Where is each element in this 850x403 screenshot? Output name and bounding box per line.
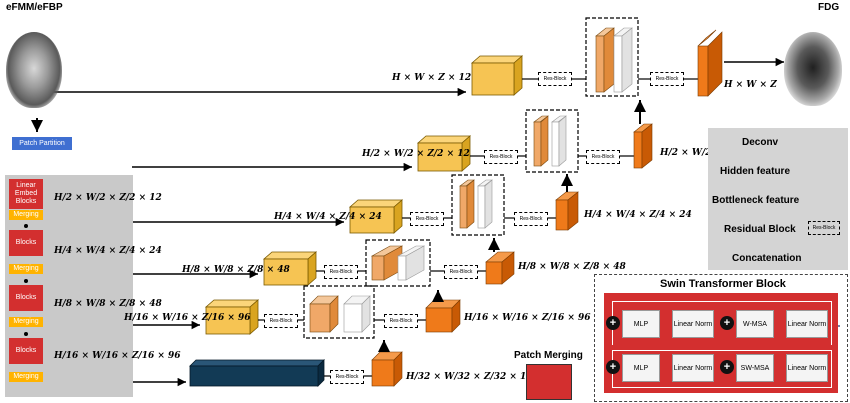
res-block: Res-Block [538, 72, 572, 86]
dim-sixteenth-enc: H/16 × W/16 × Z/16 × 96 [124, 313, 251, 323]
concat-box-5 [303, 285, 375, 339]
swin-block-2: Blocks [9, 230, 43, 256]
legend-bottleneck: Bottleneck feature [712, 195, 800, 206]
encoder-cube-quarter [348, 199, 404, 234]
res-block: Res-Block [444, 265, 478, 279]
w-msa-cell: W-MSA [736, 310, 774, 338]
add-icon: + [606, 360, 620, 374]
swin-block-4: Blocks [9, 338, 43, 364]
legend-res-block: Res-Block [808, 221, 840, 235]
legend-residual: Residual Block [724, 224, 796, 235]
linear-norm-cell: Linear Norm [672, 310, 714, 338]
decoder-cube-out [697, 29, 723, 97]
merging-bar-1: Merging [9, 210, 43, 220]
encoder-cube-half [416, 135, 472, 172]
left-dim-eighth: H/8 × W/8 × Z/8 × 48 [54, 299, 162, 309]
add-icon: + [720, 316, 734, 330]
connector-dot [24, 332, 28, 336]
left-dim-half: H/2 × W/2 × Z/2 × 12 [54, 193, 162, 203]
res-block: Res-Block [330, 370, 364, 384]
sw-msa-cell: SW-MSA [736, 354, 774, 382]
output-label: FDG [818, 2, 840, 13]
mlp-cell: MLP [622, 354, 660, 382]
concat-box-1 [585, 17, 639, 97]
res-block: Res-Block [264, 314, 298, 328]
legend-panel [708, 128, 848, 270]
res-block: Res-Block [324, 265, 358, 279]
dim-output: H × W × Z [724, 80, 777, 90]
patch-partition: Patch Partition [12, 137, 72, 150]
res-block: Res-Block [586, 150, 620, 164]
dim-eighth-enc: H/8 × W/8 × Z/8 × 48 [182, 265, 290, 275]
swin-block-3: Blocks [9, 285, 43, 311]
decoder-cube-eighth [485, 251, 515, 285]
res-block: Res-Block [484, 150, 518, 164]
res-block: Res-Block [410, 212, 444, 226]
dim-half-enc: H/2 × W/2 × Z/2 × 12 [362, 149, 470, 159]
swin-transformer-container [594, 274, 848, 402]
patch-merging-label: Patch Merging [514, 350, 583, 361]
dim-bottleneck: H/32 × W/32 × Z/32 × 192 [406, 372, 539, 382]
concat-slabs-5 [309, 295, 371, 333]
linear-norm-cell: Linear Norm [672, 354, 714, 382]
linear-norm-cell: Linear Norm [786, 354, 828, 382]
add-icon: + [720, 360, 734, 374]
decoder-cube-bottleneck [371, 351, 403, 387]
dim-full: H × W × Z × 12 [392, 73, 472, 83]
left-dim-sixteenth: H/16 × W/16 × Z/16 × 96 [54, 351, 181, 361]
dim-eighth-dec: H/8 × W/8 × Z/8 × 48 [518, 262, 626, 272]
encoder-cube-eighth [262, 251, 318, 286]
dim-quarter-dec: H/4 × W/4 × Z/4 × 24 [584, 210, 692, 220]
bottleneck-cube [189, 359, 325, 387]
output-brain-image [784, 32, 842, 106]
concat-slabs-4 [370, 245, 426, 281]
res-block: Res-Block [650, 72, 684, 86]
linear-embed-block: Linear Embed Blocks [9, 179, 43, 209]
connector-dot [24, 224, 28, 228]
encoder-cube-sixteenth [204, 299, 260, 335]
add-icon: + [606, 316, 620, 330]
encoder-cube-full [470, 55, 524, 96]
input-label: eFMM/eFBP [6, 2, 63, 13]
connector-dot [24, 279, 28, 283]
merging-bar-2: Merging [9, 264, 43, 274]
left-dim-quarter: H/4 × W/4 × Z/4 × 24 [54, 246, 162, 256]
concat-slabs-3 [459, 179, 493, 229]
merging-bar-4: Merging [9, 372, 43, 382]
input-brain-image [6, 32, 62, 108]
mlp-cell: MLP [622, 310, 660, 338]
swin-title: Swin Transformer Block [660, 278, 786, 290]
decoder-cube-quarter [555, 191, 579, 231]
legend-deconv: Deconv [742, 137, 779, 148]
concat-slabs-1 [595, 27, 633, 93]
merging-bar-3: Merging [9, 317, 43, 327]
linear-norm-cell: Linear Norm [786, 310, 828, 338]
concat-slabs-2 [533, 115, 567, 167]
patch-merging-box [526, 364, 572, 400]
concat-box-4 [365, 239, 431, 287]
dim-sixteenth-dec: H/16 × W/16 × Z/16 × 96 [464, 313, 591, 323]
decoder-cube-half [633, 123, 653, 169]
legend-hidden: Hidden feature [720, 166, 791, 177]
concat-box-2 [525, 109, 579, 173]
decoder-cube-sixteenth [425, 299, 461, 333]
legend-concat: Concatenation [732, 253, 802, 264]
res-block: Res-Block [384, 314, 418, 328]
dim-quarter-enc: H/4 × W/4 × Z/4 × 24 [274, 212, 382, 222]
res-block: Res-Block [514, 212, 548, 226]
concat-box-3 [451, 174, 505, 236]
